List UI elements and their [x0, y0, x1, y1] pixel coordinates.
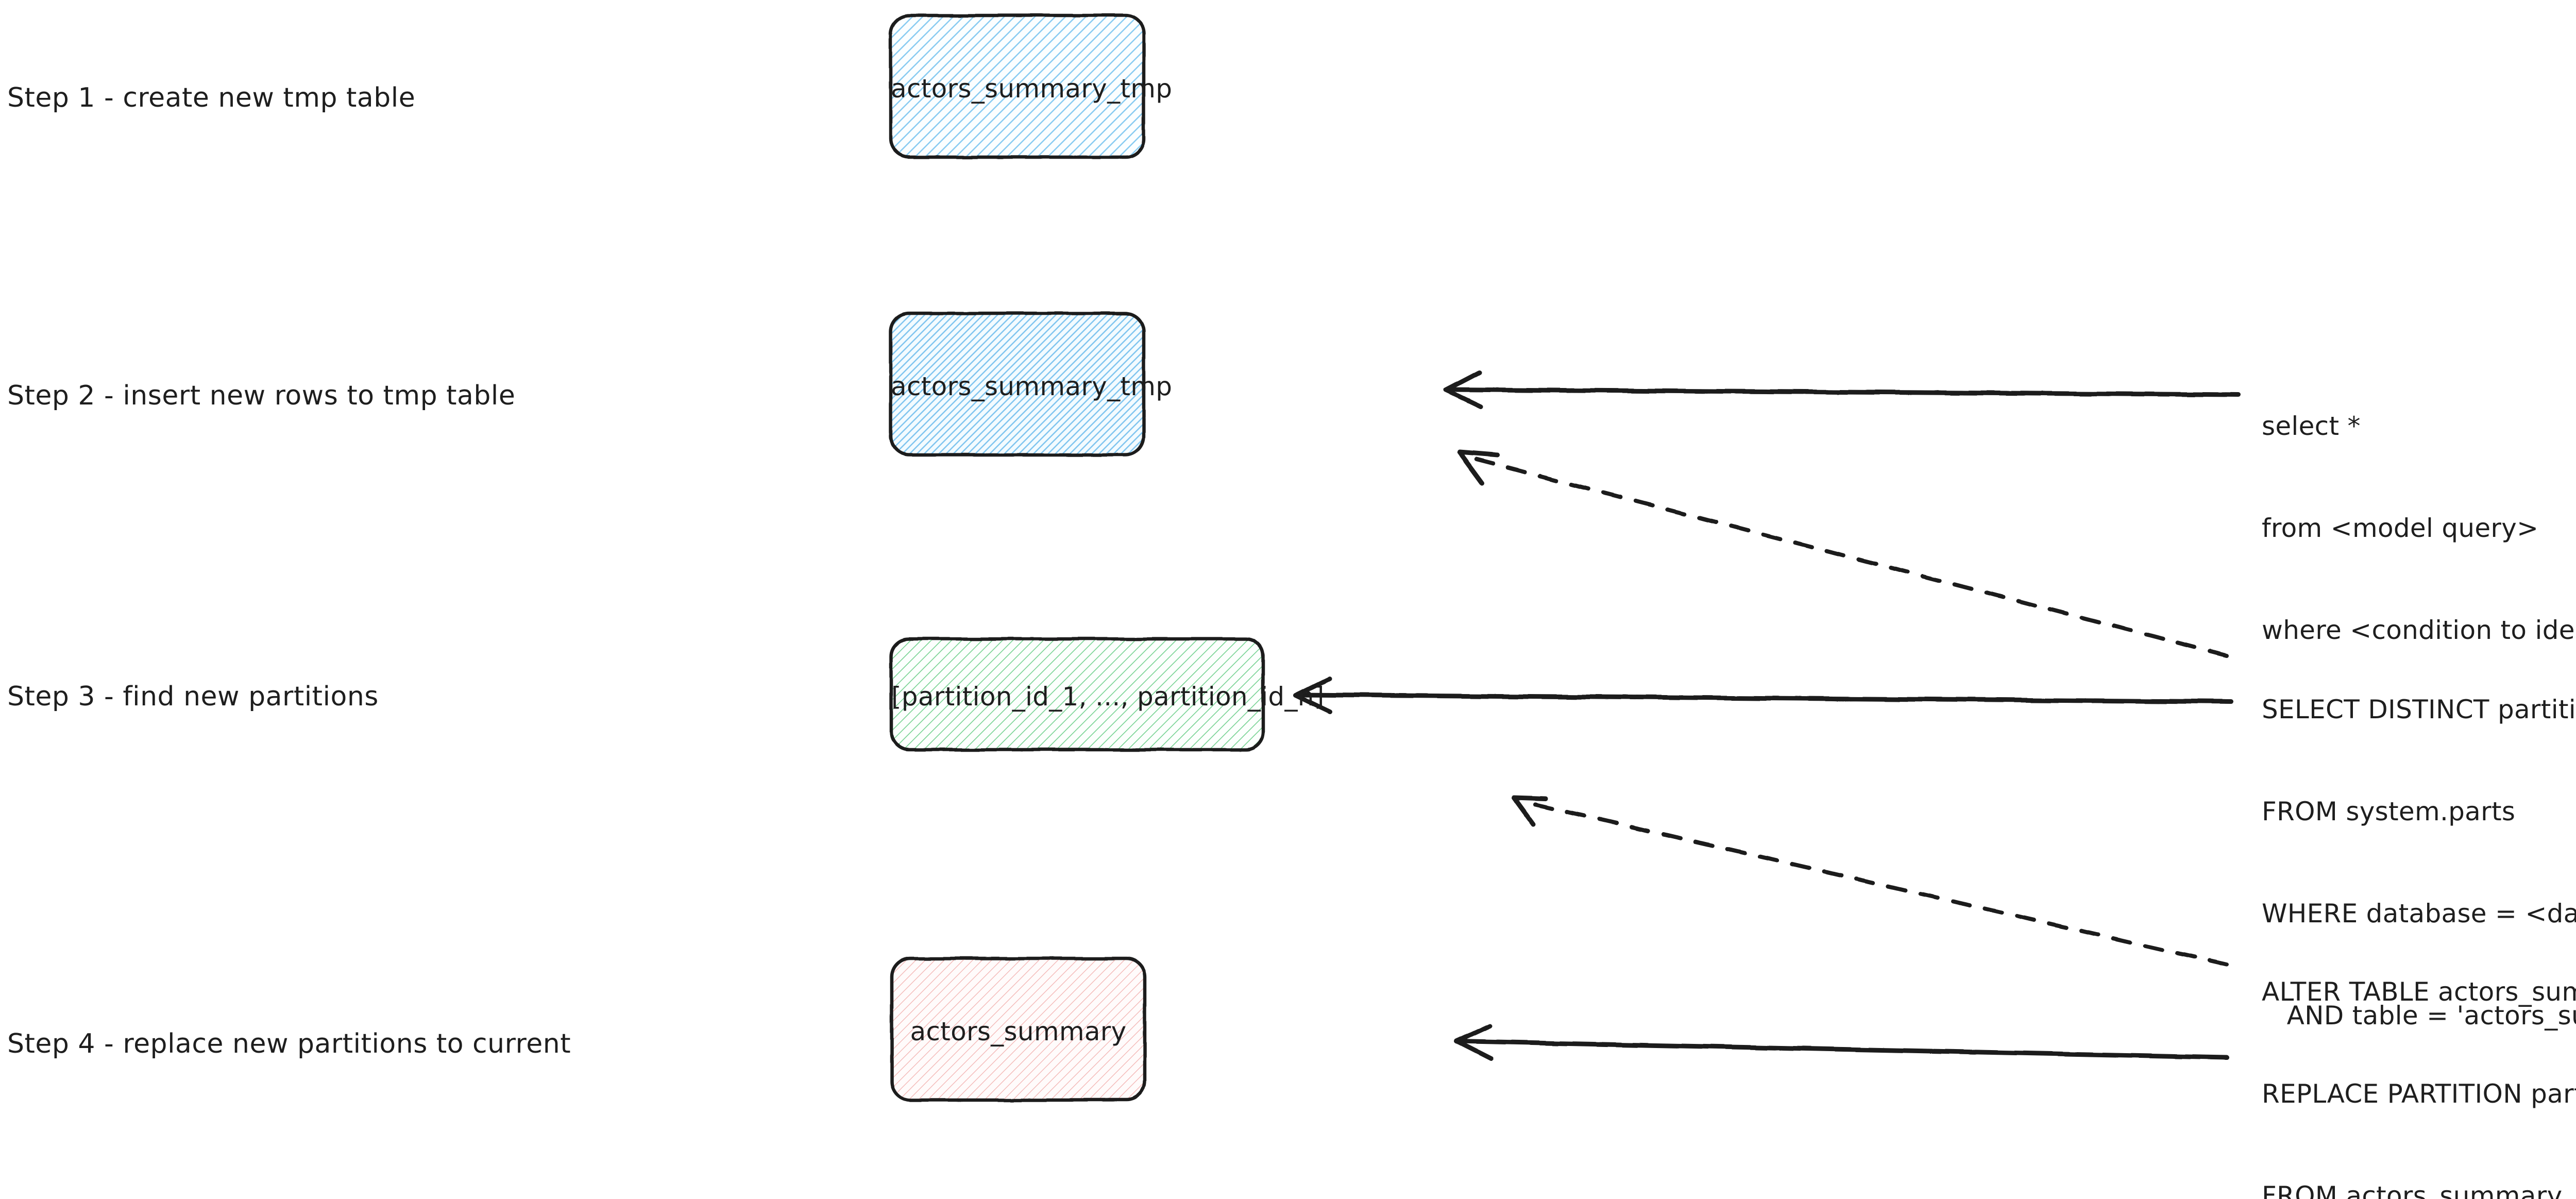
sql-step3-line-3: WHERE database = <database>	[2262, 899, 2576, 928]
sql-annotation-step4: ALTER TABLE actors_summary REPLACE PARTI…	[2262, 907, 2576, 1199]
arrowhead	[1454, 1023, 1494, 1061]
arrow-sql3-to-partitions	[1293, 676, 2233, 714]
sql-step4-line-1: ALTER TABLE actors_summary	[2262, 977, 2576, 1007]
node-tmp-2-label: actors_summary_tmp	[891, 371, 1173, 401]
arrow-sql3-to-tmp2	[1456, 450, 2229, 657]
step-label-4: Step 4 - replace new partitions to curre…	[7, 1028, 571, 1059]
node-actors-summary-label: actors_summary	[910, 1017, 1127, 1046]
arrow-sql4-to-partitions	[1511, 795, 2229, 967]
step-label-3: Step 3 - find new partitions	[7, 681, 379, 712]
arrow-sql2-to-tmp2	[1444, 370, 2241, 409]
sql-step3-line-1: SELECT DISTINCT partition_id	[2262, 695, 2576, 724]
arrowhead	[1444, 370, 1483, 409]
sql-step3-line-4: AND table = 'actors_summary_tmp'	[2286, 1001, 2576, 1031]
node-tmp-1-label: actors_summary_tmp	[891, 74, 1173, 104]
sql-step2-line-2: from <model query>	[2262, 513, 2539, 543]
sql-step3-line-2: FROM system.parts	[2262, 797, 2516, 826]
sql-step2-line-3: where <condition to identify new>	[2262, 615, 2576, 645]
step-label-2: Step 2 - insert new rows to tmp table	[7, 380, 516, 411]
step-label-1: Step 1 - create new tmp table	[7, 82, 416, 113]
sql-annotation-step3: SELECT DISTINCT partition_id FROM system…	[2262, 624, 2576, 1101]
node-partitions-label: [partition_id_1, ..., partition_id_n]	[891, 682, 1325, 712]
sql-annotation-step2: select * from <model query> where <condi…	[2262, 341, 2576, 715]
sql-step4-line-2: REPLACE PARTITION partition_id_1	[2262, 1079, 2576, 1109]
sql-step2-line-1: select *	[2262, 411, 2361, 441]
sql-step4-line-3: FROM actors_summary_tmp,	[2262, 1181, 2576, 1199]
arrowhead	[1511, 795, 1548, 827]
arrow-sql4-to-actors-summary	[1454, 1023, 2229, 1061]
arrowhead	[1456, 450, 1500, 486]
